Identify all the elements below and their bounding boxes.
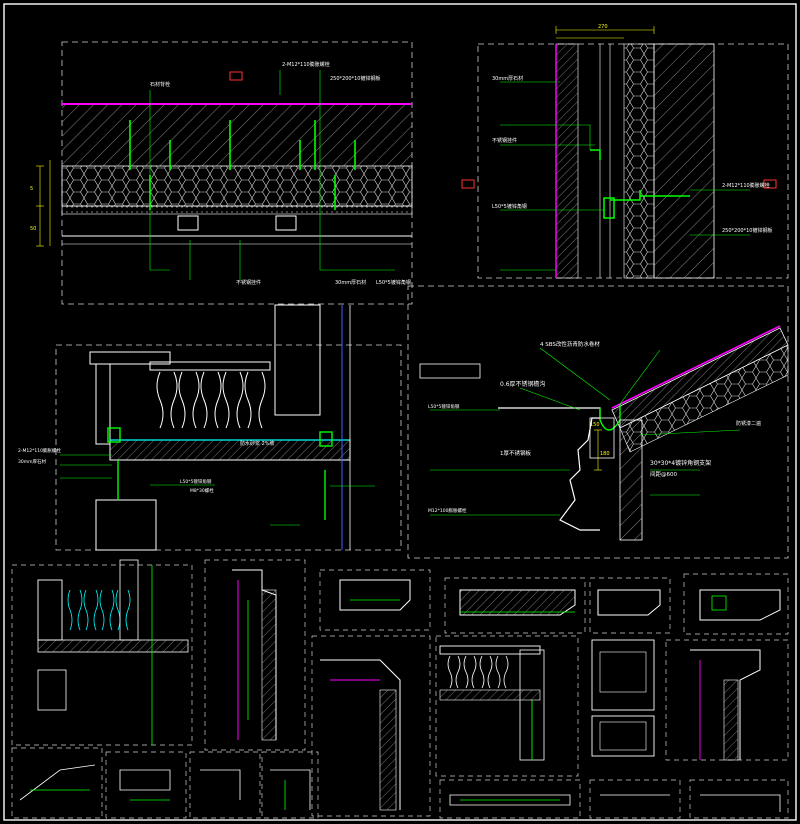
detail-tall-section — [204, 559, 306, 751]
concrete-wall — [62, 104, 412, 166]
detail-balustrade-mid — [435, 635, 579, 777]
tr-label-5: 250*200*10镀锌钢板 — [722, 227, 772, 234]
insulation-band — [61, 165, 413, 207]
ml-label-2: 2-M12*110膨胀螺栓 — [18, 447, 61, 454]
panel-middle-left: 防水砂浆 2%坡 2-M12*110膨胀螺栓 30mm厚石材 L50*5镀锌角钢… — [18, 304, 402, 551]
cornice-profile — [498, 407, 601, 531]
section-mark-top-right-2 — [763, 179, 777, 189]
mr-label-6: 间距@600 — [650, 470, 677, 478]
wall-below-gutter — [619, 419, 643, 541]
bottom-details — [11, 559, 789, 819]
panel-middle-right-frame — [407, 285, 789, 559]
ml-label-5: M8*30螺栓 — [190, 487, 214, 494]
ml-label-1: 防水砂浆 2%坡 — [240, 440, 275, 447]
mr-label-3: 0.6厚不锈钢檐沟 — [500, 380, 546, 388]
leaders-top-right — [500, 81, 750, 271]
anchor-row — [129, 120, 356, 210]
concrete-layer — [653, 43, 715, 279]
ml-label-3: 30mm厚石材 — [18, 458, 46, 465]
detail-cornice-a — [319, 569, 431, 631]
insulation-layer — [623, 43, 655, 279]
panel-middle-left-frame — [55, 344, 402, 551]
sheet-border — [3, 3, 797, 821]
mr-dim-1: 180 — [600, 451, 610, 457]
leaders-middle-right — [430, 347, 741, 516]
mr-label-7: L50*5镀锌角钢 — [428, 403, 460, 410]
roof-membrane — [611, 325, 781, 409]
mr-label-4: 1厚不锈钢板 — [500, 449, 531, 457]
panel-top-right: 30mm厚石材 不锈钢挂件 L50*5镀锌角钢 2-M12*110膨胀螺栓 25… — [461, 24, 789, 279]
column-body — [95, 499, 157, 551]
mr-dim-2: 150 — [590, 422, 600, 428]
tl-label-2: 250*200*10镀锌钢板 — [330, 75, 380, 82]
detail-cornice-d — [683, 573, 789, 635]
wall-upper — [274, 304, 321, 416]
tl-label-3: 石材背栓 — [150, 81, 170, 88]
tl-label-1: 2-M12*110膨胀螺栓 — [282, 61, 330, 68]
tl-label-5: 30mm厚石材 — [335, 279, 366, 286]
pilaster-cap — [89, 351, 171, 365]
dims-top-right — [555, 26, 655, 39]
detail-bottom-lines — [19, 764, 781, 812]
detail-bottom-strip — [11, 747, 789, 819]
detail-cornice-b — [444, 577, 586, 634]
detail-balustrade-small — [11, 559, 193, 746]
panel-top-left: 2-M12*110膨胀螺栓 250*200*10镀锌钢板 石材背栓 不锈钢挂件 … — [30, 41, 413, 305]
anchors-middle-left — [107, 427, 333, 520]
detail-cornice-c — [589, 577, 671, 634]
tr-label-3: L50*5镀锌角钢 — [492, 203, 527, 210]
mr-label-1: 4 SBS改性沥青防水卷材 — [540, 340, 600, 348]
section-mark-mr — [419, 363, 481, 379]
panel-middle-right: 4 SBS改性沥青防水卷材 防锈漆二遍 0.6厚不锈钢檐沟 1厚不锈钢板 30*… — [407, 285, 789, 559]
ml-label-4: L50*5镀锌角钢 — [180, 478, 212, 485]
tr-label-1: 30mm厚石材 — [492, 75, 523, 82]
section-mark-top-right — [461, 179, 475, 189]
balcony-slab — [109, 439, 351, 461]
balusters — [156, 371, 266, 429]
dims-middle-right — [594, 429, 602, 471]
gutter-box — [589, 417, 615, 459]
mr-label-2: 防锈漆二遍 — [736, 420, 761, 427]
detail-pier-cap — [591, 639, 655, 757]
mr-label-5: 30*30*4镀锌角钢支架 — [650, 459, 711, 467]
detail-wall-cornice — [311, 635, 431, 817]
pilaster-left — [95, 363, 111, 445]
handrail — [149, 361, 271, 371]
tr-label-4: 2-M12*110膨胀螺栓 — [722, 182, 770, 189]
leaders-top-left — [149, 70, 395, 280]
detail-right-tall — [665, 639, 789, 761]
dims-top-left — [36, 160, 51, 247]
tl-dim-1: 5 — [30, 186, 33, 192]
leaders-middle-left — [60, 454, 375, 526]
stone-layer — [555, 43, 579, 279]
tl-dim-2: 50 — [30, 226, 36, 232]
brackets-top-right — [590, 149, 690, 219]
tl-label-6: L50*5镀锌角钢 — [376, 279, 411, 286]
mr-label-8: M12*100膨胀螺栓 — [428, 507, 467, 514]
tr-dim-1: 270 — [598, 24, 608, 30]
stone-band — [61, 205, 413, 215]
tl-label-4: 不锈钢挂件 — [236, 279, 261, 286]
section-mark-top-left — [229, 71, 243, 81]
tr-label-2: 不锈钢挂件 — [492, 137, 517, 144]
detail-bottom-accents — [30, 780, 560, 810]
clip-boxes — [177, 215, 297, 231]
